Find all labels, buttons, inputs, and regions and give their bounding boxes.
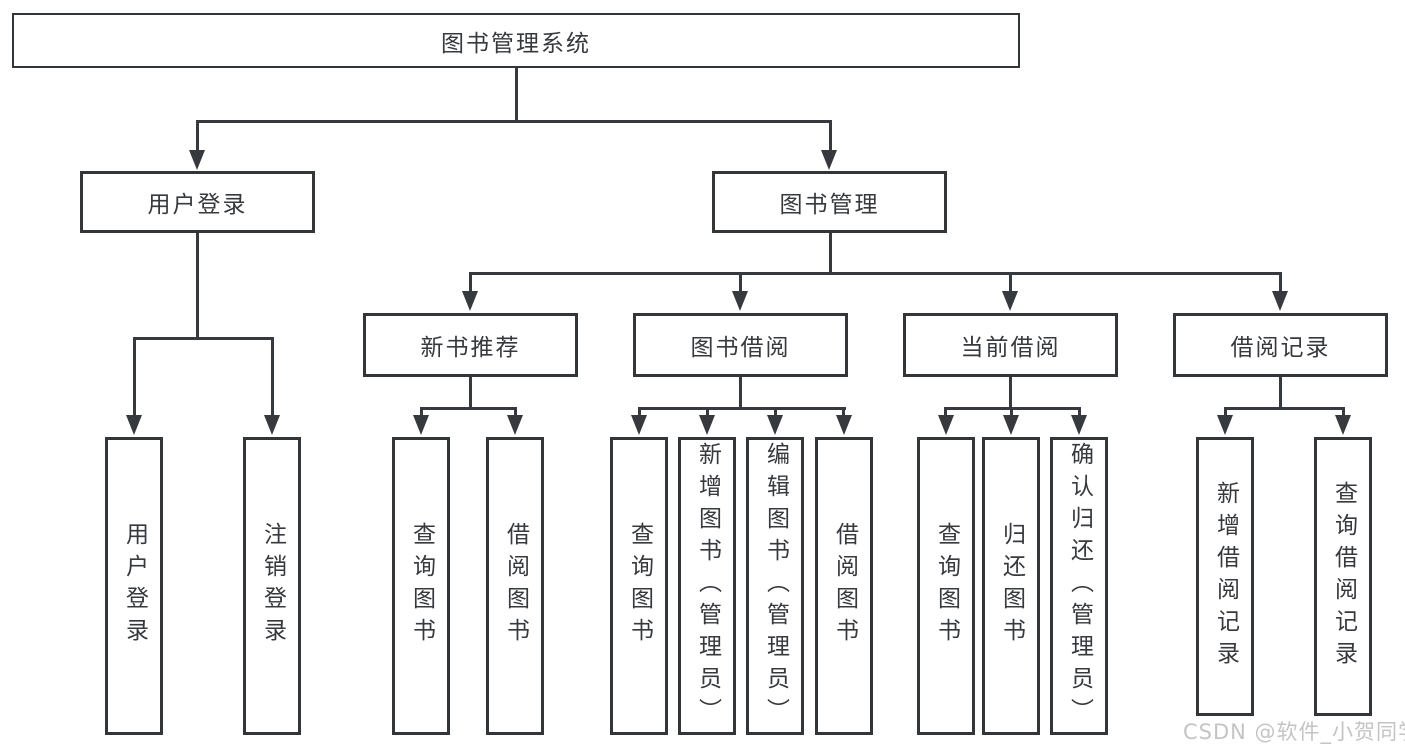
connector-line bbox=[420, 407, 516, 410]
connector-line bbox=[1009, 377, 1012, 409]
watermark: CSDN @软件_小贺同学 bbox=[1183, 720, 1405, 744]
leaf-label: 新增图书（管理员） bbox=[694, 442, 721, 730]
connector-arrow bbox=[189, 150, 205, 170]
leaf-confirm-return-admin: 确认归还（管理员） bbox=[1050, 437, 1108, 735]
connector-line bbox=[739, 377, 742, 409]
connector-line bbox=[1224, 407, 1344, 410]
connector-arrow bbox=[1071, 415, 1087, 435]
connector-line bbox=[944, 407, 947, 419]
node-user-login: 用户登录 bbox=[80, 171, 315, 233]
connector-line bbox=[515, 68, 518, 123]
connector-arrow bbox=[1335, 415, 1351, 435]
connector-line bbox=[196, 120, 199, 156]
leaf-query-books-2: 查询图书 bbox=[610, 437, 668, 735]
connector-line bbox=[469, 377, 472, 409]
connector-line bbox=[420, 407, 423, 419]
leaf-label: 确认归还（管理员） bbox=[1066, 442, 1093, 730]
leaf-label: 借阅图书 bbox=[502, 522, 529, 650]
connector-arrow bbox=[507, 415, 523, 435]
connector-line bbox=[514, 407, 517, 419]
connector-line bbox=[829, 233, 832, 275]
leaf-query-books-3: 查询图书 bbox=[917, 437, 975, 735]
leaf-return-book: 归还图书 bbox=[982, 437, 1040, 735]
leaf-edit-book-admin: 编辑图书（管理员） bbox=[746, 437, 804, 735]
connector-line bbox=[133, 337, 273, 340]
connector-arrow bbox=[126, 415, 142, 435]
connector-line bbox=[196, 120, 832, 123]
connector-line bbox=[638, 407, 641, 419]
node-library-system: 图书管理系统 bbox=[12, 13, 1020, 68]
connector-arrow bbox=[732, 291, 748, 311]
leaf-label: 新增借阅记录 bbox=[1212, 480, 1239, 673]
connector-arrow bbox=[264, 415, 280, 435]
leaf-label: 查询图书 bbox=[933, 522, 960, 650]
connector-line bbox=[706, 407, 709, 419]
leaf-label: 查询借阅记录 bbox=[1330, 480, 1357, 673]
connector-line bbox=[739, 272, 742, 296]
connector-line bbox=[1010, 407, 1013, 419]
connector-arrow bbox=[1002, 291, 1018, 311]
leaf-user-login: 用户登录 bbox=[105, 437, 163, 735]
leaf-label: 用户登录 bbox=[121, 522, 148, 650]
connector-line bbox=[469, 272, 1282, 275]
connector-arrow bbox=[1272, 291, 1288, 311]
leaf-label: 查询图书 bbox=[626, 522, 653, 650]
leaf-label: 借阅图书 bbox=[831, 522, 858, 650]
connector-arrow bbox=[631, 415, 647, 435]
connector-arrow bbox=[413, 415, 429, 435]
node-book-management: 图书管理 bbox=[712, 171, 947, 233]
connector-line bbox=[469, 272, 472, 296]
connector-arrow bbox=[462, 291, 478, 311]
node-current-borrow: 当前借阅 bbox=[903, 313, 1118, 377]
connector-line bbox=[196, 233, 199, 340]
connector-line bbox=[829, 120, 832, 156]
leaf-label: 注销登录 bbox=[259, 522, 286, 650]
connector-arrow bbox=[767, 415, 783, 435]
connector-arrow bbox=[836, 415, 852, 435]
leaf-label: 编辑图书（管理员） bbox=[762, 442, 789, 730]
leaf-label: 查询图书 bbox=[408, 522, 435, 650]
connector-line bbox=[774, 407, 777, 419]
leaf-add-book-admin: 新增图书（管理员） bbox=[678, 437, 736, 735]
leaf-borrow-books-2: 借阅图书 bbox=[815, 437, 873, 735]
connector-line bbox=[638, 407, 846, 410]
connector-arrow bbox=[1003, 415, 1019, 435]
leaf-query-borrow-record: 查询借阅记录 bbox=[1314, 437, 1372, 716]
node-book-borrow: 图书借阅 bbox=[633, 313, 848, 377]
node-new-book-recommend: 新书推荐 bbox=[363, 313, 578, 377]
connector-line bbox=[1224, 407, 1227, 419]
leaf-label: 归还图书 bbox=[998, 522, 1025, 650]
connector-line bbox=[1279, 272, 1282, 296]
connector-line bbox=[842, 407, 845, 419]
connector-line bbox=[1342, 407, 1345, 419]
node-borrow-records: 借阅记录 bbox=[1173, 313, 1388, 377]
connector-line bbox=[1009, 272, 1012, 296]
connector-line bbox=[1078, 407, 1081, 419]
connector-arrow bbox=[938, 415, 954, 435]
connector-arrow bbox=[1217, 415, 1233, 435]
connector-arrow bbox=[699, 415, 715, 435]
leaf-add-borrow-record: 新增借阅记录 bbox=[1196, 437, 1254, 716]
connector-line bbox=[1279, 377, 1282, 409]
connector-line bbox=[271, 337, 274, 419]
connector-line bbox=[133, 337, 136, 419]
connector-arrow bbox=[821, 150, 837, 170]
leaf-logout: 注销登录 bbox=[243, 437, 301, 735]
leaf-borrow-books-1: 借阅图书 bbox=[486, 437, 544, 735]
leaf-query-books-1: 查询图书 bbox=[392, 437, 450, 735]
